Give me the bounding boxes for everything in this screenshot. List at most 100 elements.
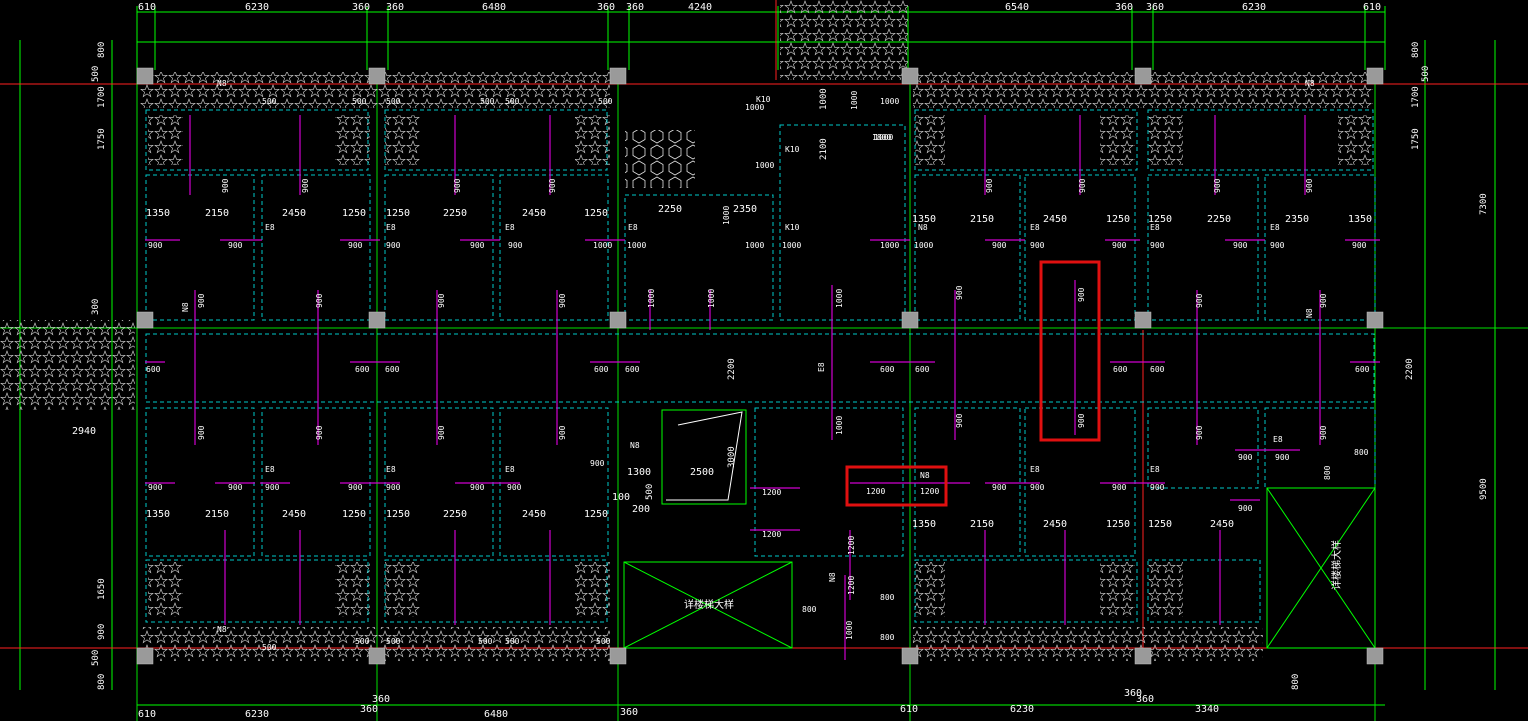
svg-text:900: 900 — [228, 483, 243, 492]
left-dim: 800 — [97, 42, 107, 58]
top-dim: 360 — [626, 2, 644, 13]
svg-text:3000: 3000 — [727, 446, 737, 468]
top-dim: 360 — [1115, 2, 1133, 13]
svg-text:2500: 2500 — [690, 467, 714, 478]
svg-text:900: 900 — [1275, 453, 1290, 462]
top-dimension-labels: 610 6230 360 360 6480 360 360 4240 6540 … — [138, 2, 1381, 13]
svg-text:500: 500 — [505, 97, 520, 106]
svg-text:2250: 2250 — [443, 509, 467, 520]
svg-text:K10: K10 — [756, 95, 771, 104]
svg-text:600: 600 — [1355, 365, 1370, 374]
top-dim: 360 — [597, 2, 615, 13]
svg-text:1200: 1200 — [847, 536, 856, 555]
left-dim: 1700 — [97, 86, 107, 108]
top-dim: 610 — [138, 2, 156, 13]
svg-text:2450: 2450 — [522, 208, 546, 219]
svg-text:1200: 1200 — [762, 530, 781, 539]
span-labels-top: 1350 2150 2450 1250 1250 2250 2450 1250 … — [146, 204, 1372, 225]
svg-text:1250: 1250 — [584, 208, 608, 219]
svg-text:900: 900 — [221, 178, 230, 193]
svg-text:2150: 2150 — [205, 509, 229, 520]
svg-text:1000: 1000 — [819, 88, 829, 110]
svg-text:2100: 2100 — [819, 138, 829, 160]
svg-text:2200: 2200 — [727, 358, 737, 380]
svg-text:1800: 1800 — [872, 133, 891, 142]
rebar-lines — [145, 115, 1380, 660]
svg-text:K10: K10 — [785, 223, 800, 232]
svg-text:800: 800 — [802, 605, 817, 614]
svg-text:900: 900 — [1195, 425, 1204, 440]
svg-text:1000: 1000 — [914, 241, 933, 250]
svg-text:N8: N8 — [918, 223, 928, 232]
svg-text:2940: 2940 — [72, 426, 96, 437]
svg-text:800: 800 — [880, 633, 895, 642]
bottom-dim: 360 — [1136, 694, 1154, 705]
svg-text:E8: E8 — [505, 223, 515, 232]
svg-text:900: 900 — [1233, 241, 1248, 250]
svg-text:900: 900 — [315, 425, 324, 440]
svg-text:500: 500 — [645, 484, 655, 500]
misc-dimension-labels: 2200 3000 2500 1300 100 500 200 2940 300… — [72, 88, 891, 515]
svg-text:E8: E8 — [386, 223, 396, 232]
slab-outlines — [145, 109, 1376, 623]
top-dim: 360 — [352, 2, 370, 13]
right-dim: 7300 — [1479, 193, 1489, 215]
bottom-dim: 6480 — [484, 709, 508, 720]
stair-label-right: 详楼梯大样 — [1330, 540, 1343, 590]
bottom-dim: 6230 — [245, 709, 269, 720]
rebar-type-labels: E8 E8 E8 E8 N8 E8 E8 E8 K10 K10 K10 E8 E… — [181, 79, 1315, 634]
svg-text:800: 800 — [1354, 448, 1369, 457]
svg-text:2250: 2250 — [658, 204, 682, 215]
svg-text:1200: 1200 — [762, 488, 781, 497]
right-dim: 800 — [1291, 674, 1301, 690]
left-dim: 500 — [91, 650, 101, 666]
svg-text:N8: N8 — [1305, 79, 1315, 88]
svg-text:1350: 1350 — [146, 208, 170, 219]
svg-text:1000: 1000 — [707, 289, 716, 308]
svg-text:500: 500 — [355, 637, 370, 646]
bottom-dim: 360 — [1124, 688, 1142, 699]
svg-text:900: 900 — [228, 241, 243, 250]
top-dim: 6480 — [482, 2, 506, 13]
svg-text:1250: 1250 — [386, 208, 410, 219]
svg-text:900: 900 — [955, 413, 964, 428]
svg-text:N8: N8 — [217, 625, 227, 634]
svg-text:600: 600 — [1113, 365, 1128, 374]
svg-text:900: 900 — [1270, 241, 1285, 250]
svg-text:2450: 2450 — [282, 509, 306, 520]
svg-text:E8: E8 — [265, 223, 275, 232]
svg-text:2350: 2350 — [733, 204, 757, 215]
svg-text:900: 900 — [265, 483, 280, 492]
top-dim: 360 — [1146, 2, 1164, 13]
left-dim: 1750 — [97, 128, 107, 150]
svg-text:1000: 1000 — [850, 91, 859, 110]
svg-text:800: 800 — [1323, 465, 1332, 480]
svg-text:900: 900 — [992, 241, 1007, 250]
left-dimension-labels: 800 500 1700 1750 1650 900 500 800 — [91, 42, 107, 690]
svg-text:N8: N8 — [181, 302, 190, 312]
svg-text:1250: 1250 — [1148, 214, 1172, 225]
top-dim: 610 — [1363, 2, 1381, 13]
svg-text:900: 900 — [470, 483, 485, 492]
svg-text:E8: E8 — [1270, 223, 1280, 232]
svg-text:900: 900 — [1077, 413, 1086, 428]
svg-text:900: 900 — [1319, 425, 1328, 440]
svg-text:N8: N8 — [1305, 308, 1314, 318]
span-labels-bottom: 1350 2150 2450 1250 1250 2250 2450 1250 … — [146, 509, 1234, 530]
svg-text:1000: 1000 — [782, 241, 801, 250]
svg-text:1200: 1200 — [920, 487, 939, 496]
svg-text:1350: 1350 — [912, 519, 936, 530]
svg-text:900: 900 — [1030, 241, 1045, 250]
right-dim: 2200 — [1405, 358, 1415, 380]
svg-text:900: 900 — [558, 425, 567, 440]
svg-text:2250: 2250 — [443, 208, 467, 219]
svg-text:900: 900 — [386, 483, 401, 492]
svg-text:900: 900 — [301, 178, 310, 193]
svg-text:900: 900 — [558, 293, 567, 308]
svg-text:1250: 1250 — [584, 509, 608, 520]
top-dim: 6540 — [1005, 2, 1029, 13]
svg-text:900: 900 — [1352, 241, 1367, 250]
svg-text:E8: E8 — [386, 465, 396, 474]
svg-text:900: 900 — [985, 178, 994, 193]
svg-text:200: 200 — [632, 504, 650, 515]
